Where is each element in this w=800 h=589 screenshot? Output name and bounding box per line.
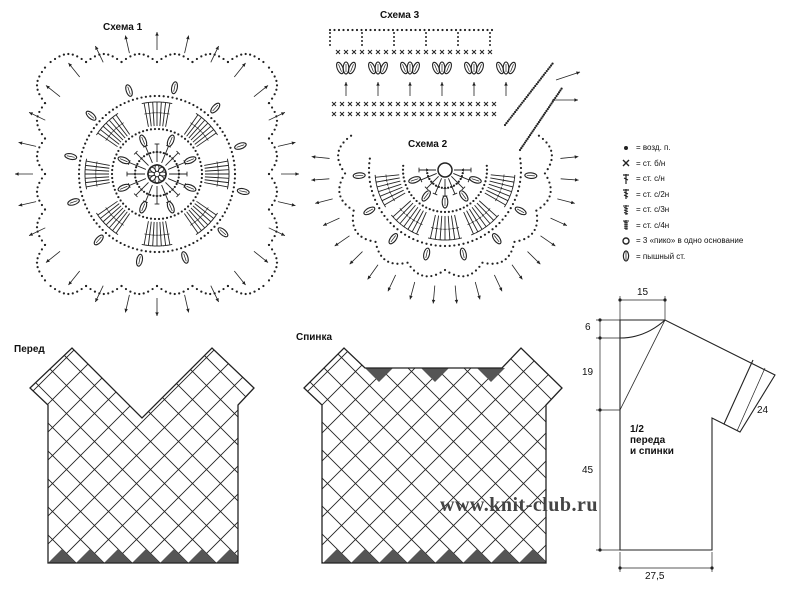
picot-icon (622, 237, 630, 245)
triple-treble-icon (623, 204, 629, 215)
puff-stitch-icon (622, 250, 630, 262)
legend-item: = 3 «пико» в одно основание (620, 233, 790, 249)
pattern-label: 1/2 переда и спинки (630, 424, 674, 457)
dim-armhole-label: 19 (582, 367, 594, 378)
dim-sleeve-label: 24 (757, 405, 769, 416)
back-panel (303, 347, 563, 564)
front-title: Перед (14, 344, 45, 355)
garment-pattern (596, 296, 776, 572)
double-crochet-icon (623, 173, 629, 184)
scheme2-motif (311, 62, 581, 304)
single-crochet-icon (622, 159, 630, 167)
scheme1-title: Схема 1 (103, 22, 143, 33)
scheme2-title: Схема 2 (408, 139, 448, 150)
legend-item: = ст. б/н (620, 156, 790, 172)
chain-stitch-icon (624, 145, 628, 150)
dim-bottom-label: 27,5 (645, 571, 665, 582)
watermark: www.knit-club.ru (440, 494, 599, 516)
legend-item: = ст. с/4н (620, 218, 790, 234)
front-panel (29, 347, 255, 564)
symbol-legend: = возд. п. = ст. б/н = ст. с/н = ст. с/2… (620, 140, 790, 264)
scheme3-strip (328, 28, 516, 117)
back-title: Спинка (296, 332, 333, 343)
dim-body-label: 45 (582, 465, 594, 476)
quadruple-treble-icon (623, 220, 629, 231)
scheme1-motif (15, 32, 299, 316)
legend-item: = возд. п. (620, 140, 790, 156)
legend-item: = пышный ст. (620, 249, 790, 265)
scheme3-title: Схема 3 (380, 10, 420, 21)
legend-item: = ст. с/3н (620, 202, 790, 218)
dim-top-label: 15 (637, 287, 649, 298)
legend-item: = ст. с/н (620, 171, 790, 187)
dim-shoulder-label: 6 (585, 322, 591, 333)
double-treble-icon (623, 189, 629, 200)
legend-item: = ст. с/2н (620, 187, 790, 203)
